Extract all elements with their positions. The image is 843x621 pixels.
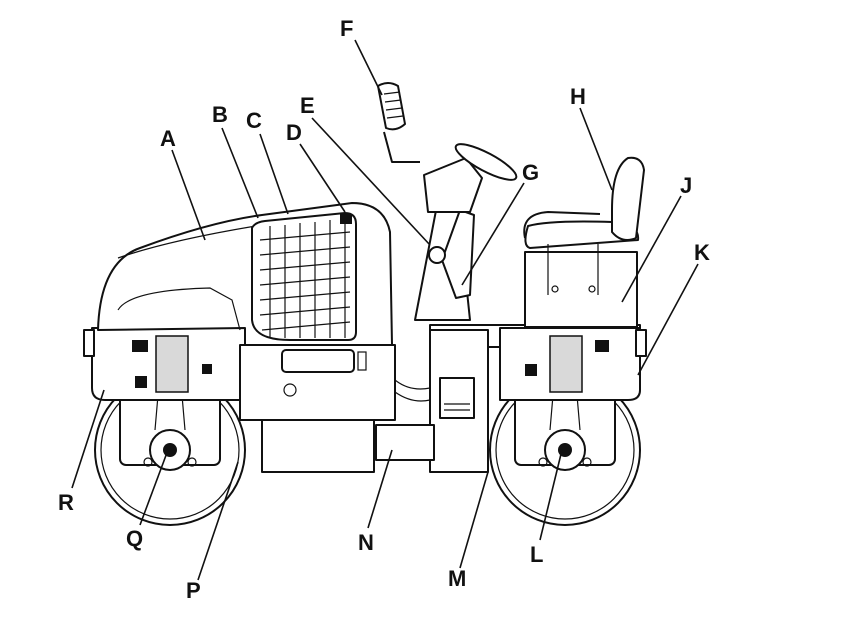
callout-label-j: J — [680, 173, 692, 198]
callout-label-e: E — [300, 93, 315, 118]
callout-label-b: B — [212, 102, 228, 127]
callout-label-p: P — [186, 578, 201, 603]
front-frame — [499, 327, 647, 401]
callout-label-h: H — [570, 84, 586, 109]
leader-lines — [71, 39, 699, 581]
callout-label-g: G — [522, 160, 539, 185]
callout-label-d: D — [286, 120, 302, 145]
callout-label-l: L — [530, 542, 543, 567]
callout-label-n: N — [358, 530, 374, 555]
callout-label-k: K — [694, 240, 710, 265]
engine-hood — [97, 202, 393, 346]
steering-console — [377, 82, 518, 321]
callout-label-a: A — [160, 126, 176, 151]
callout-label-r: R — [58, 490, 74, 515]
seat-assembly — [523, 156, 645, 328]
callout-labels: A B C D E F G H J K L M N P Q R — [58, 16, 710, 603]
callout-label-f: F — [340, 16, 353, 41]
callout-label-m: M — [448, 566, 466, 591]
callout-label-c: C — [246, 108, 262, 133]
callout-label-q: Q — [126, 526, 143, 551]
